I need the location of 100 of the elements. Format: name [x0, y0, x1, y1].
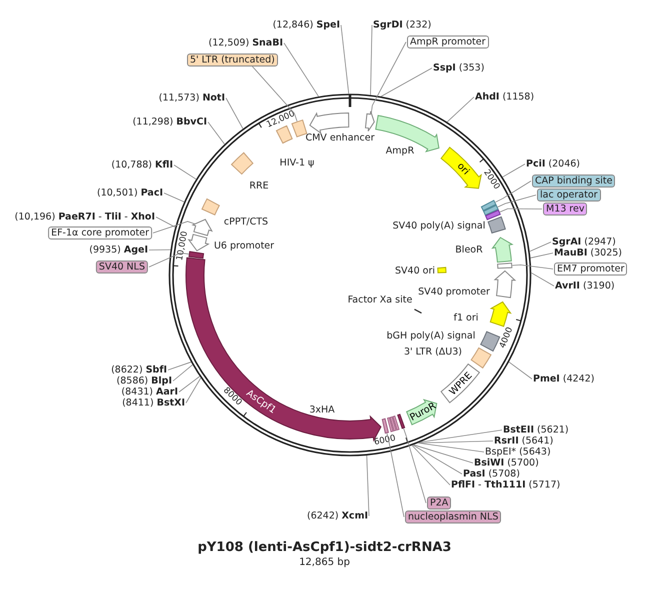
leader-line [152, 221, 196, 234]
leader-line [495, 180, 532, 203]
restriction-site-label: PasI (5708) [463, 468, 520, 480]
leader-line [340, 24, 350, 94]
leader-line [512, 264, 554, 270]
leader-line [500, 208, 542, 212]
feature-shape [364, 109, 377, 134]
feature-label: P2A [427, 496, 452, 510]
restriction-site-label: (11,298) BbvCI [132, 116, 207, 128]
leader-line [370, 42, 406, 114]
leader-line [502, 164, 526, 178]
restriction-site-label: AhdI (1158) [475, 92, 534, 102]
restriction-site-label: (8622) SbfI [111, 364, 167, 376]
feature-box [381, 417, 390, 435]
feature-label: SV40 poly(A) signal [392, 220, 486, 232]
feature-label: EF-1α core promoter [48, 226, 152, 240]
restriction-site-label: (9935) AgeI [89, 244, 148, 256]
leader-line [168, 362, 192, 370]
feature-label: HIV-1 ψ [280, 158, 314, 168]
leader-line [172, 364, 193, 382]
feature-label: M13 rev [543, 202, 588, 216]
site-marker [412, 307, 424, 315]
feature-label: Factor Xa site [348, 294, 412, 306]
feature-label: CAP binding site [532, 174, 616, 188]
leader-line [252, 66, 298, 122]
restriction-site-label: (8411) BstXI [122, 398, 185, 408]
leader-line [370, 24, 372, 96]
leader-line [446, 96, 474, 122]
feature-box [486, 215, 507, 235]
feature-label: AmpR [386, 146, 414, 156]
map-title: pY108 (lenti-AsCpf1)-sidt2-crRNA3 [196, 540, 452, 555]
leader-line [174, 164, 196, 180]
leader-line [420, 430, 502, 443]
restriction-site-label: (12,846) SpeI [272, 20, 340, 30]
restriction-site-label: SspI (353) [433, 62, 484, 74]
restriction-site-label: PflFI - Tth111I (5717) [451, 480, 560, 490]
leader-line [530, 252, 554, 258]
restriction-site-label: PmeI (4242) [533, 374, 594, 384]
restriction-site-label: PciI (2046) [526, 158, 580, 170]
restriction-site-label: (6242) XcmI [307, 510, 368, 522]
feature-label: f1 ori [454, 312, 478, 324]
feature-box [230, 151, 255, 176]
feature-box [469, 346, 493, 370]
sequence-length: 12,865 bp [298, 557, 351, 568]
feature-box [439, 362, 481, 405]
leader-line [366, 455, 370, 516]
feature-shape [185, 232, 212, 254]
feature-box [396, 412, 406, 430]
restriction-site-label: (8586) BlpI [116, 376, 172, 386]
scale-number: 6000 [374, 433, 397, 448]
feature-label: SV40 NLS [96, 260, 148, 274]
feature-label: SV40 ori [395, 266, 435, 276]
restriction-site-label: SgrAI (2947) [552, 236, 616, 248]
leader-line [497, 194, 536, 208]
feature-label: cPPT/CTS [224, 216, 268, 228]
restriction-site-label: (11,573) NotI [158, 92, 225, 104]
leader-line [413, 444, 474, 464]
leader-line [508, 362, 532, 380]
restriction-site-label: (8431) AarI [121, 386, 178, 398]
leader-line [148, 252, 190, 268]
feature-label: 3xHA [309, 404, 335, 416]
leader-line [186, 378, 202, 404]
feature-label: bGH poly(A) signal [386, 330, 476, 342]
feature-box [496, 262, 514, 270]
leader-line [403, 428, 426, 504]
leader-line [208, 122, 225, 145]
feature-box [482, 203, 500, 217]
leader-line [386, 432, 404, 518]
scale-number: 4000 [498, 326, 516, 351]
leader-line [530, 272, 554, 286]
feature-box [484, 208, 502, 221]
feature-label: lac operator [537, 188, 601, 202]
feature-label: 3' LTR (ΔU3) [404, 346, 462, 358]
tag-marks [386, 414, 401, 434]
leader-line [418, 442, 484, 452]
leader-line [226, 98, 244, 130]
leader-line [148, 249, 171, 250]
restriction-site-label: SgrDI (232) [373, 20, 432, 30]
restriction-site-label: BsiWI (5700) [474, 458, 539, 468]
leader-line [380, 68, 432, 97]
feature-box [479, 199, 498, 212]
leader-line [156, 216, 176, 228]
restriction-site-label: BstEII (5621) [503, 424, 569, 436]
restriction-site-label: (10,196) PaeR7I - TliI - XhoI [14, 212, 155, 222]
leader-line [284, 42, 319, 97]
leader-line [418, 440, 494, 444]
leader-line [412, 444, 450, 486]
restriction-site-label: MauBI (3025) [554, 248, 622, 258]
leader-line [529, 242, 552, 252]
feature-label: AmpR promoter [407, 36, 488, 48]
feature-label: nucleoplasmin NLS [405, 510, 502, 524]
feature-label: BleoR [455, 244, 483, 256]
feature-box [187, 250, 206, 260]
restriction-site-label: BspEI* (5643) [485, 446, 551, 458]
feature-box [436, 266, 448, 274]
feature-label: CMV enhancer [305, 132, 375, 144]
restriction-site-label: RsrII (5641) [494, 436, 554, 446]
feature-label: RRE [249, 180, 269, 192]
feature-label: SV40 promoter [418, 286, 490, 298]
restriction-site-label: (12,509) SnaBI [208, 38, 283, 48]
